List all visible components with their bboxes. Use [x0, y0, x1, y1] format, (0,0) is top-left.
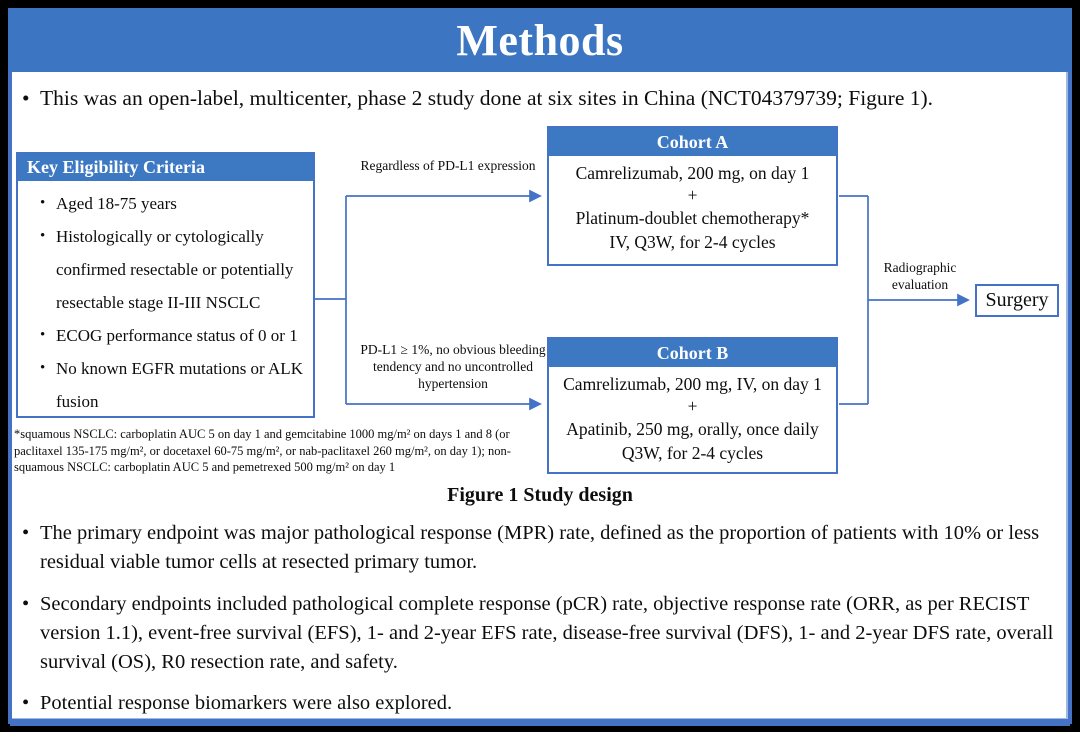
cohort-a-box: Cohort A Camrelizumab, 200 mg, on day 1 … [547, 126, 838, 266]
bottom-accent-bar [10, 719, 1070, 726]
radiographic-evaluation-label: Radiographic evaluation [883, 260, 957, 292]
chemotherapy-footnote: *squamous NSCLC: carboplatin AUC 5 on da… [14, 427, 511, 474]
cohort-b-line: Camrelizumab, 200 mg, IV, on day 1 [563, 374, 822, 394]
plus-sign: + [687, 396, 698, 416]
cohort-a-line: Platinum-doublet chemotherapy* [575, 208, 810, 228]
eligibility-list: Aged 18-75 years Histologically or cytol… [18, 187, 313, 418]
cohort-a-line: Camrelizumab, 200 mg, on day 1 [575, 163, 810, 183]
cohort-b-body: Camrelizumab, 200 mg, IV, on day 1 + Apa… [549, 367, 836, 465]
cohort-a-body: Camrelizumab, 200 mg, on day 1 + Platinu… [549, 156, 836, 254]
plus-sign: + [687, 185, 698, 205]
cohort-a-header: Cohort A [549, 128, 836, 156]
surgery-box: Surgery [975, 284, 1059, 317]
cohort-b-line: Apatinib, 250 mg, orally, once daily [566, 419, 819, 439]
cohort-b-line: Q3W, for 2-4 cycles [621, 443, 764, 463]
eligibility-item: No known EGFR mutations or ALK fusion [40, 352, 305, 418]
cohort-b-header: Cohort B [549, 339, 836, 367]
primary-endpoint-bullet: The primary endpoint was major pathologi… [22, 519, 1068, 577]
intro-bullet: This was an open-label, multicenter, pha… [22, 84, 1070, 112]
cohort-a-line: IV, Q3W, for 2-4 cycles [609, 232, 776, 252]
secondary-endpoint-bullet: Secondary endpoints included pathologica… [22, 590, 1068, 677]
eligibility-item: ECOG performance status of 0 or 1 [40, 319, 305, 352]
eligibility-header: Key Eligibility Criteria [18, 154, 313, 181]
eligibility-item: Histologically or cytologically confirme… [40, 220, 305, 319]
branch-a-condition-label: Regardless of PD-L1 expression [360, 158, 536, 173]
biomarker-bullet: Potential response biomarkers were also … [22, 689, 1068, 718]
title-banner: Methods [8, 8, 1072, 72]
page-title: Methods [456, 15, 624, 65]
eligibility-box: Key Eligibility Criteria Aged 18-75 year… [16, 152, 315, 418]
cohort-b-box: Cohort B Camrelizumab, 200 mg, IV, on da… [547, 337, 838, 474]
eligibility-item: Aged 18-75 years [40, 187, 305, 220]
figure-caption: Figure 1 Study design [447, 484, 633, 506]
branch-b-condition-label: PD-L1 ≥ 1%, no obvious bleeding tendency… [360, 342, 546, 391]
